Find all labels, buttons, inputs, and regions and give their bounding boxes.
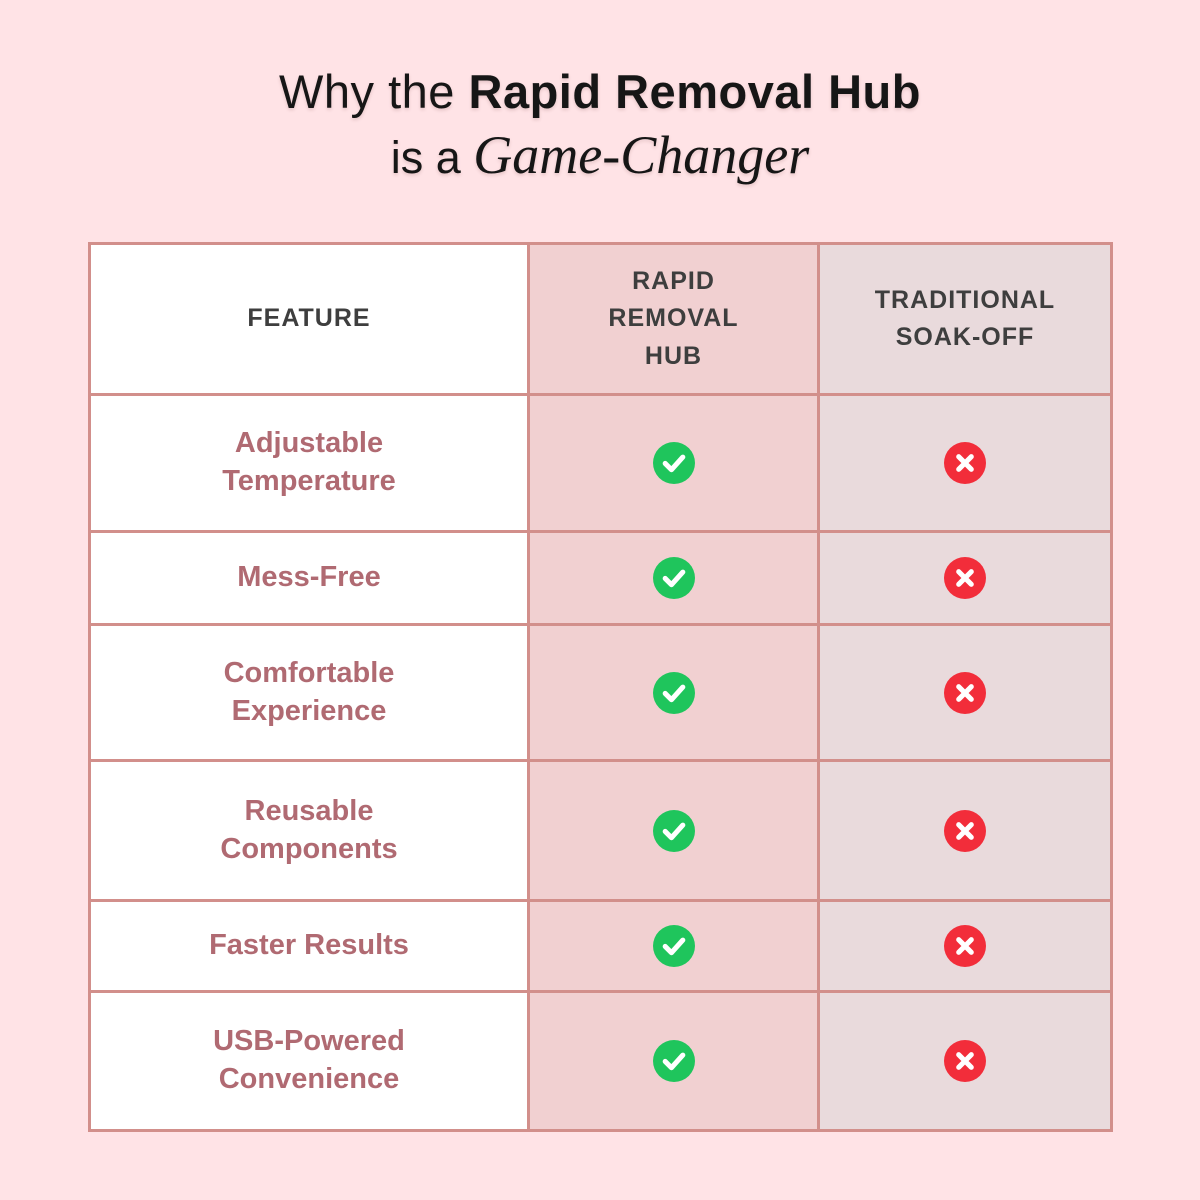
cross-icon [944,925,986,967]
feature-cell: USB-Powered Convenience [91,993,527,1129]
rapid-removal-hub-cell [530,396,817,530]
page-title: Why the Rapid Removal Hub is a Game-Chan… [0,64,1200,186]
rapid-removal-hub-cell [530,533,817,623]
feature-cell: Faster Results [91,902,527,990]
check-icon [652,809,695,852]
rapid-removal-hub-cell [530,762,817,899]
feature-label: USB-Powered Convenience [213,1025,405,1095]
cross-icon [944,442,986,484]
comparison-table: FEATURE RAPID REMOVAL HUB TRADITIONAL SO… [88,242,1113,1132]
rapid-removal-hub-cell [530,993,817,1129]
rapid-removal-hub-cell [530,626,817,759]
check-icon [652,442,695,484]
feature-label: Comfortable Experience [223,656,395,727]
check-icon [652,671,695,714]
header-label-rapid-removal-hub: RAPID REMOVAL HUB [608,266,739,370]
cross-icon [944,671,986,714]
feature-cell: Adjustable Temperature [91,396,527,530]
feature-label: Mess-Free [237,561,381,594]
title-line2-regular: is a [390,132,474,184]
header-cell-traditional-soak-off: TRADITIONAL SOAK-OFF [820,245,1110,393]
feature-label: Faster Results [209,929,409,962]
feature-cell: Mess-Free [91,533,527,623]
check-icon [652,557,695,599]
traditional-soak-off-cell [820,902,1110,990]
cross-icon [944,557,986,599]
traditional-soak-off-cell [820,533,1110,623]
header-label-feature: FEATURE [247,304,371,333]
check-icon [652,1040,695,1082]
feature-label: Reusable Components [220,794,398,865]
feature-label: Adjustable Temperature [222,427,396,497]
cross-icon [944,1040,986,1082]
header-label-traditional-soak-off: TRADITIONAL SOAK-OFF [874,285,1056,352]
feature-cell: Reusable Components [91,762,527,899]
traditional-soak-off-cell [820,396,1110,530]
traditional-soak-off-cell [820,993,1110,1129]
title-line2-italic: Game-Changer [473,125,810,186]
title-line1-regular: Why the [279,65,469,118]
feature-cell: Comfortable Experience [91,626,527,759]
header-cell-rapid-removal-hub: RAPID REMOVAL HUB [530,245,817,393]
check-icon [652,925,695,967]
traditional-soak-off-cell [820,762,1110,899]
rapid-removal-hub-cell [530,902,817,990]
title-line-2: is a Game-Changer [0,126,1200,185]
title-line-1: Why the Rapid Removal Hub [0,64,1200,120]
cross-icon [944,809,986,852]
title-line1-bold: Rapid Removal Hub [468,65,921,118]
traditional-soak-off-cell [820,626,1110,759]
header-cell-feature: FEATURE [91,245,527,393]
